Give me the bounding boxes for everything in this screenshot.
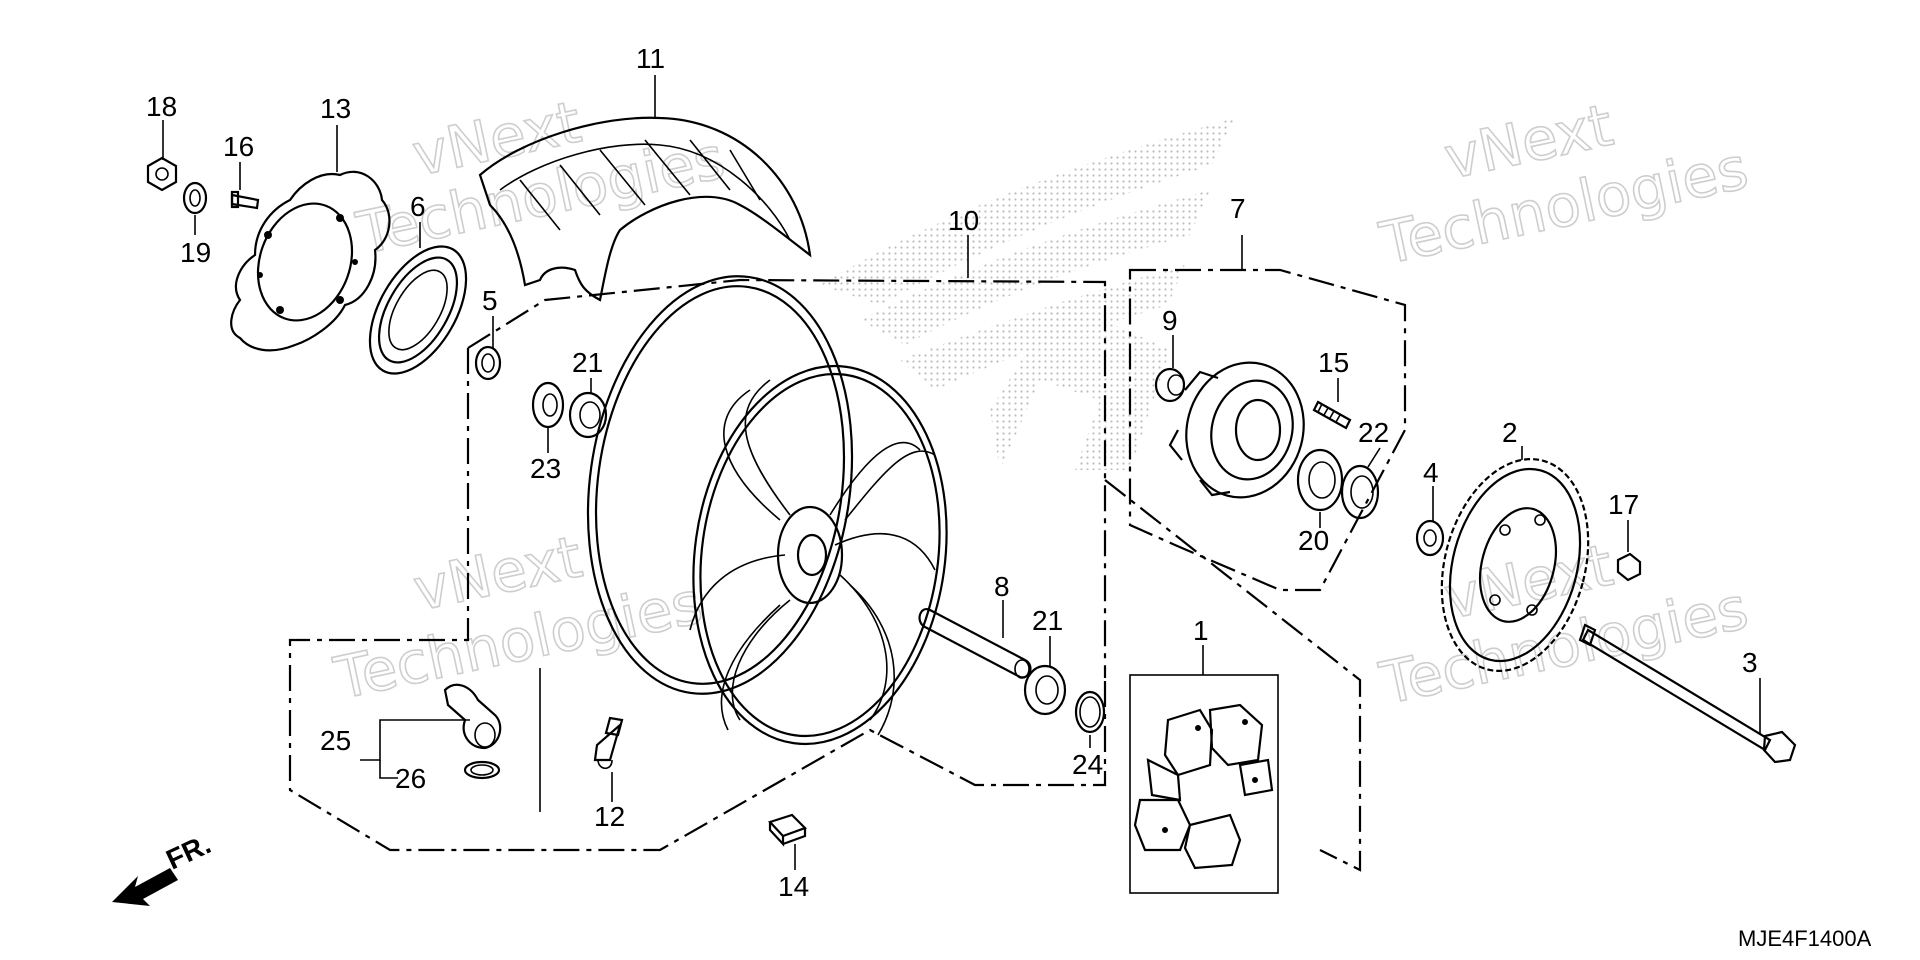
oil-seal-part-22[interactable] — [1340, 464, 1380, 520]
honda-wing-logo — [820, 118, 1235, 470]
watermark-2: vNext Technologies — [1373, 90, 1754, 279]
callout-12: 12 — [594, 801, 625, 832]
front-direction-arrow: FR. — [112, 828, 215, 906]
callout-23: 23 — [530, 453, 561, 484]
callout-5: 5 — [482, 285, 498, 316]
callout-2: 2 — [1502, 417, 1518, 448]
callout-3: 3 — [1742, 647, 1758, 678]
callout-21a: 21 — [572, 347, 603, 378]
o-ring-part-24[interactable] — [1074, 690, 1106, 734]
callout-26: 26 — [395, 763, 426, 794]
callout-15: 15 — [1318, 347, 1349, 378]
wheel-part-10[interactable] — [562, 259, 970, 761]
bearing-part-21-right[interactable] — [1023, 664, 1067, 716]
nut-part-18[interactable] — [146, 156, 178, 192]
watermark-4: vNext Technologies — [1373, 530, 1754, 719]
callout-14: 14 — [778, 871, 809, 902]
callout-18: 18 — [146, 91, 177, 122]
callout-8: 8 — [994, 571, 1010, 602]
collar-part-9[interactable] — [1154, 367, 1186, 403]
dust-seal-part-6[interactable] — [350, 230, 486, 389]
bearing-part-23[interactable] — [531, 381, 565, 429]
callout-9: 9 — [1162, 305, 1178, 336]
callout-20: 20 — [1298, 525, 1329, 556]
o-ring-part-26[interactable] — [463, 760, 501, 780]
bolt-part-16[interactable] — [230, 190, 260, 210]
valve-stem-part-12[interactable] — [593, 716, 624, 770]
bearing-part-20[interactable] — [1296, 448, 1344, 512]
callout-10: 10 — [948, 205, 979, 236]
callout-11: 11 — [636, 43, 665, 74]
bearing-part-21-left[interactable] — [568, 391, 608, 439]
damper-rubber-part-1[interactable] — [1129, 674, 1279, 894]
tire-part-11[interactable] — [478, 116, 812, 302]
callout-16: 16 — [223, 131, 254, 162]
washer-part-19[interactable] — [182, 181, 208, 215]
washer-part-4[interactable] — [1415, 519, 1445, 557]
callout-22: 22 — [1358, 417, 1389, 448]
callout-25: 25 — [320, 725, 351, 756]
axle-collar-part-8[interactable] — [918, 608, 1032, 679]
watermark-1: vNext Technologies — [350, 87, 731, 269]
diagram-code: MJE4F1400A — [1738, 926, 1872, 951]
axle-bolt-part-3[interactable] — [1578, 623, 1797, 764]
collar-part-5[interactable] — [474, 345, 502, 381]
callout-6: 6 — [410, 191, 426, 222]
driven-flange-part-7[interactable] — [1168, 349, 1319, 510]
valve-part-25[interactable] — [443, 683, 502, 750]
callout-13: 13 — [320, 93, 351, 124]
brake-disc-part-13[interactable] — [230, 170, 391, 352]
callout-1: 1 — [1193, 615, 1209, 646]
balance-weight-part-14[interactable] — [768, 813, 807, 847]
callout-24: 24 — [1072, 749, 1103, 780]
watermark-3: vNext Technologies — [328, 522, 709, 714]
callout-numbers: 1 2 3 4 5 6 7 8 9 10 11 12 13 14 15 16 1… — [146, 43, 1872, 951]
callout-7: 7 — [1230, 193, 1246, 224]
stud-bolt-part-15[interactable] — [1312, 400, 1352, 430]
assembly-boundary-lines — [288, 268, 1407, 872]
nut-part-17[interactable] — [1616, 552, 1642, 582]
callout-21b: 21 — [1032, 605, 1063, 636]
callout-17: 17 — [1608, 489, 1639, 520]
callout-19: 19 — [180, 237, 211, 268]
callout-4: 4 — [1423, 457, 1439, 488]
leader-lines — [162, 75, 1761, 870]
